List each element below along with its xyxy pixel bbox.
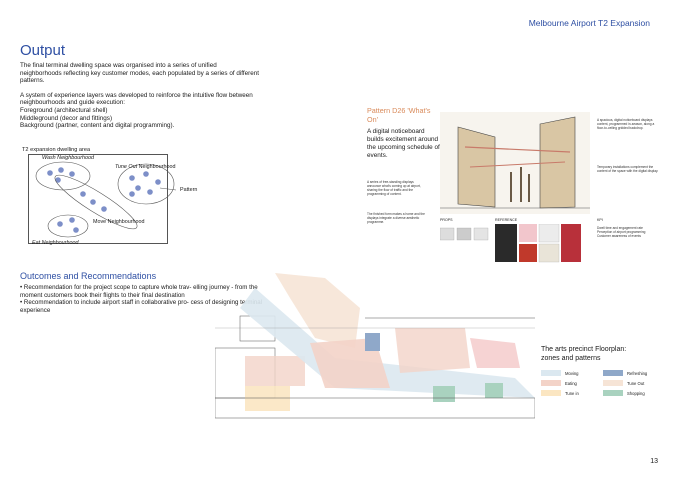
floorplan: [215, 273, 535, 419]
legend-swatch: [603, 370, 623, 376]
figure: [520, 167, 522, 202]
tunein-zone: [245, 386, 290, 411]
move-ellipse: [54, 174, 138, 230]
dot: [101, 206, 107, 212]
intro-paragraph-2: A system of experience layers was develo…: [20, 91, 253, 107]
shopping-zone: [485, 383, 503, 398]
intro-text: The final terminal dwelling space was or…: [20, 62, 260, 130]
dot: [90, 199, 96, 205]
kpi-list: Dwell time and engagement rate Perceptio…: [597, 226, 662, 238]
pattern-note-3: A spacious, digital noticeboard displays…: [597, 118, 655, 130]
neighbourhood-diagram: [28, 154, 168, 244]
dot: [58, 167, 64, 173]
neighbourhood-diagram-drawing: [35, 161, 177, 238]
outcomes-heading: Outcomes and Recommendations: [20, 271, 157, 281]
refreshing-zone: [365, 333, 380, 351]
tuneout-label: Tune Out Neighbourhood: [115, 164, 176, 170]
figure: [510, 172, 512, 202]
moving-zone: [240, 288, 535, 398]
header-title: Melbourne Airport T2 Expansion: [528, 18, 650, 28]
pattern-title: Pattern D26 'What's On': [367, 106, 431, 124]
legend-swatch: [603, 390, 623, 396]
pattern-note-4: Temporary installations complement the c…: [597, 165, 659, 173]
dot: [73, 227, 79, 233]
legend-swatch: [541, 390, 561, 396]
ref-thumb: [561, 224, 581, 262]
ref-thumb: [519, 244, 537, 262]
dot: [135, 185, 141, 191]
dot: [143, 171, 149, 177]
figure: [528, 174, 530, 202]
dot: [129, 191, 135, 197]
eating-zone: [470, 338, 520, 368]
outcome-bullet-2: • Recommendation to include airport staf…: [20, 299, 263, 314]
outcomes-list: • Recommendation for the project scope t…: [20, 284, 265, 314]
floorplan-title: The arts precinct Floorplan: zones and p…: [541, 345, 626, 363]
floorplan-title-line-2: zones and patterns: [541, 355, 601, 362]
page-number: 13: [650, 458, 658, 465]
tuneout-ellipse: [117, 163, 175, 205]
prop-thumb: [473, 227, 489, 241]
kpi-1: Dwell time and engagement rate: [597, 226, 643, 230]
pattern-label: Pattern: [180, 187, 198, 193]
legend-swatch: [541, 370, 561, 376]
shopping-zone: [433, 386, 455, 402]
wash-ellipse: [35, 161, 91, 191]
eating-zone: [245, 356, 305, 386]
pattern-description: A digital noticeboard builds excitement …: [367, 128, 440, 159]
red-banner: [464, 146, 571, 153]
prop-thumb: [456, 227, 472, 241]
dot: [55, 177, 61, 183]
pattern-sketch: [440, 112, 590, 214]
legend-tunein: Tune in: [541, 388, 603, 398]
dot: [69, 217, 75, 223]
legend-tuneout: Tune Out: [603, 378, 665, 388]
intro-paragraph-1: The final terminal dwelling space was or…: [20, 62, 259, 85]
dot: [80, 191, 86, 197]
dot: [147, 189, 153, 195]
pattern-pointer: [159, 187, 177, 191]
dot: [155, 179, 161, 185]
wall: [215, 397, 535, 419]
kpi-label: KPI: [597, 218, 603, 222]
props-label: PROPS: [440, 218, 453, 222]
dot: [57, 221, 63, 227]
reference-label: REFERENCE: [495, 218, 518, 222]
pattern-note-1: A series of free-standing displays annou…: [367, 180, 421, 196]
dot: [69, 171, 75, 177]
layer-middleground: Middleground (decor and fittings): [20, 114, 113, 122]
prop-thumb: [440, 227, 455, 241]
wash-label: Wash Neighbourhood: [42, 155, 95, 161]
kpi-2: Perception of airport programming: [597, 230, 646, 234]
ref-thumb: [538, 243, 560, 263]
ref-thumb: [495, 224, 517, 262]
eating-zone: [395, 328, 470, 373]
eat-ellipse: [47, 214, 89, 238]
red-banner: [469, 161, 566, 168]
ref-thumb: [519, 224, 537, 242]
outcome-bullet-1: • Recommendation for the project scope t…: [20, 284, 258, 299]
eat-label: Eat Neighbourhood: [32, 240, 79, 246]
kpi-3: Customer awareness of events: [597, 234, 641, 238]
layer-foreground: Foreground (architectural shell): [20, 106, 108, 114]
tuneout-zone: [275, 273, 360, 348]
ref-thumb: [538, 224, 560, 243]
legend-shopping: Shopping: [603, 388, 665, 398]
move-label: Move Neighbourhood: [93, 219, 145, 225]
dot: [47, 170, 53, 176]
dot: [129, 175, 135, 181]
pattern-note-2: The finished form makes a home and the d…: [367, 212, 425, 224]
legend-eating: Eating: [541, 378, 603, 388]
output-heading: Output: [20, 42, 66, 59]
legend-refreshing: Refreshing: [603, 368, 665, 378]
layer-background: Background (partner, content and digital…: [20, 122, 175, 130]
legend-moving: Moving: [541, 368, 603, 378]
floorplan-title-line-1: The arts precinct Floorplan:: [541, 346, 627, 353]
legend-swatch: [603, 380, 623, 386]
floorplan-legend: Moving Eating Tune in Refreshing Tune Ou…: [541, 368, 666, 398]
pattern-thumbnails: [440, 224, 581, 263]
legend-swatch: [541, 380, 561, 386]
diagram-label: T2 expansion dwelling area: [22, 147, 91, 153]
